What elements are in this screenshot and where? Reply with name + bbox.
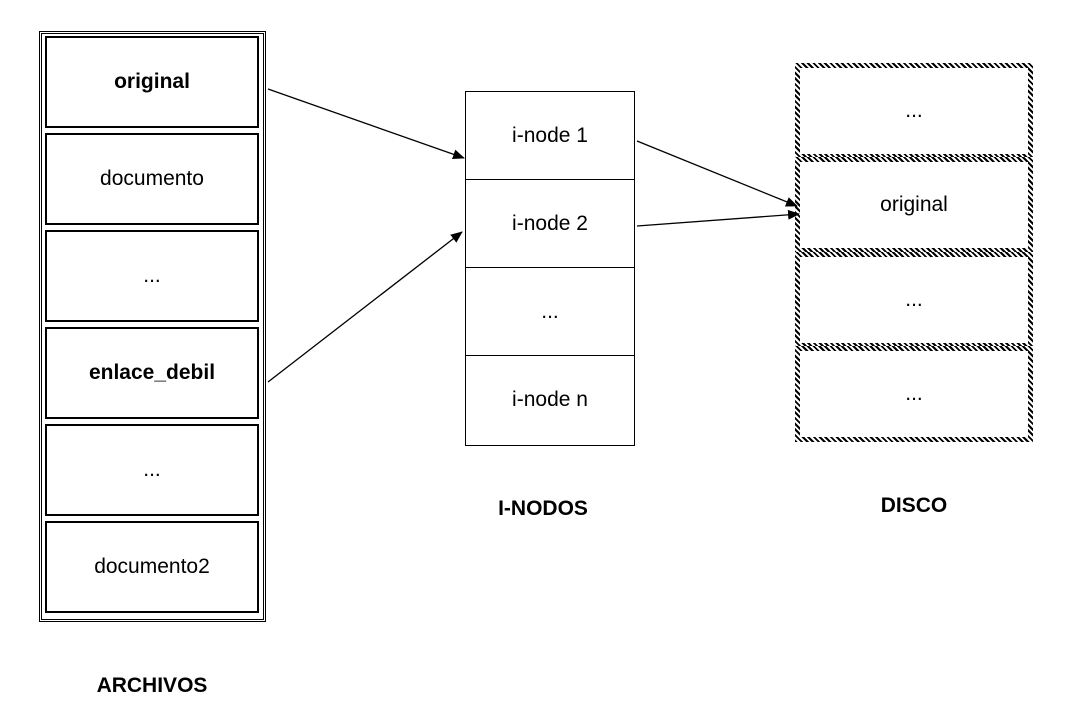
disco-label: DISCO [880, 494, 948, 517]
inode-cell-n: i-node n [512, 388, 588, 411]
disco-table: ... original ... ... [795, 63, 1033, 443]
archivos-cell-documento: documento [45, 133, 259, 225]
archivos-cell-documento2: documento2 [45, 521, 259, 613]
archivos-cell-original: original [45, 36, 259, 128]
arrow-enlace-debil-to-inode2 [267, 231, 463, 383]
inode-cell-2: i-node 2 [466, 180, 634, 268]
inodos-label: I-NODOS [498, 497, 588, 520]
arrow-inode2-to-disco [636, 209, 800, 227]
disco-cell-original: original [795, 157, 1033, 253]
inode-cell-1: i-node 1 [466, 92, 634, 180]
disco-cell-ellipsis-1: ... [795, 63, 1033, 159]
arrow-original-to-inode1 [267, 88, 465, 160]
inode-cell-ellipsis: ... [466, 268, 634, 356]
inodos-table: i-node 1 i-node 2 ... i-node n [465, 91, 635, 446]
archivos-cell-enlace-debil: enlace_debil [45, 327, 259, 419]
disco-cell-ellipsis-2: ... [795, 252, 1033, 348]
archivos-cell-ellipsis-2: ... [45, 424, 259, 516]
arrow-inode1-to-disco [636, 140, 798, 207]
archivos-table: original documento ... enlace_debil ... … [39, 31, 266, 622]
archivos-label: ARCHIVOS [96, 674, 208, 697]
archivos-cell-ellipsis-1: ... [45, 230, 259, 322]
disco-cell-ellipsis-3: ... [795, 346, 1033, 442]
